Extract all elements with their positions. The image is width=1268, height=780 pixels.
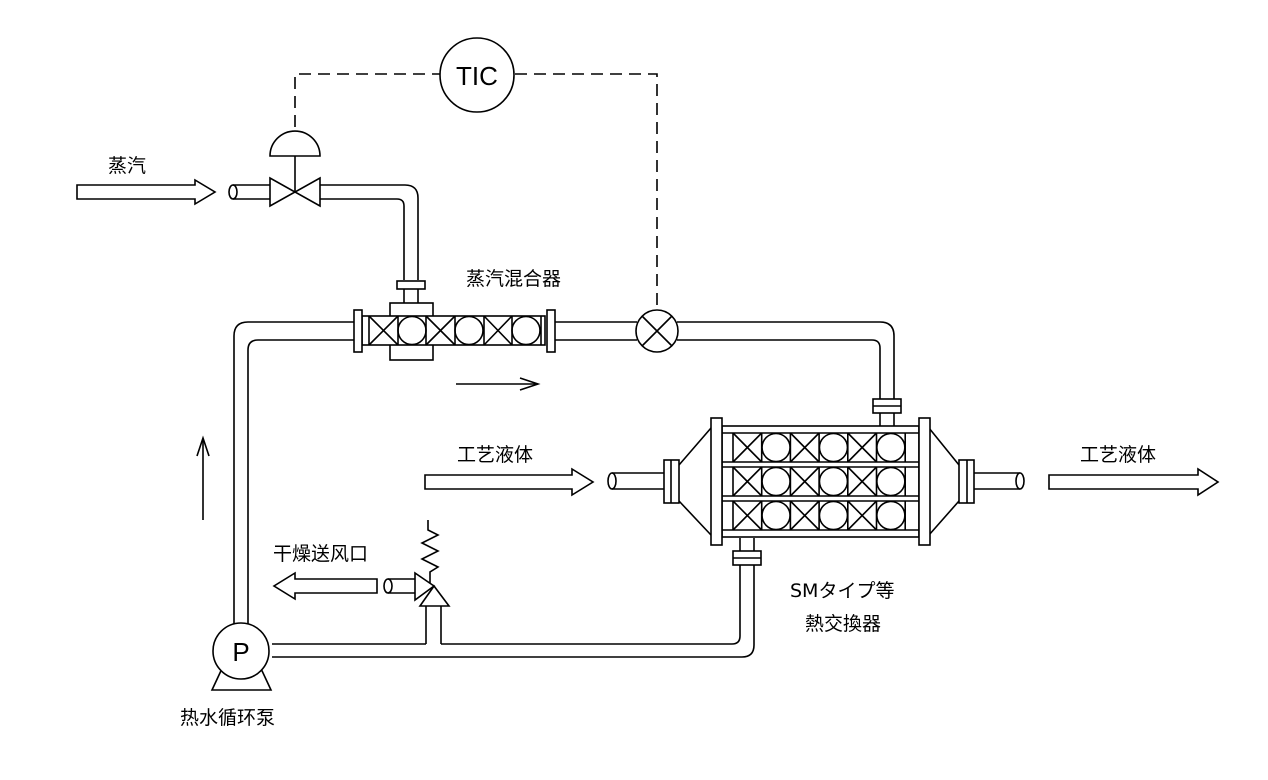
circle-element-icon <box>818 432 849 463</box>
cross-element-icon <box>789 466 820 497</box>
heat-exchanger-label-line2: 熱交換器 <box>805 613 881 635</box>
pump-label: 热水循环泵 <box>180 707 275 729</box>
process-liquid-out-arrow-icon <box>1048 467 1220 497</box>
cross-element-icon <box>732 500 763 531</box>
steam-mixer[interactable] <box>353 280 556 361</box>
flow-direction-arrow-icon <box>456 377 541 391</box>
cross-element-icon <box>847 432 878 463</box>
heat-exchanger-label-line1: SMタイプ等 <box>790 580 894 602</box>
steam-mixer-label: 蒸汽混合器 <box>466 268 561 290</box>
cross-element-icon <box>847 500 878 531</box>
control-valve[interactable] <box>269 130 321 208</box>
tic-label: TIC <box>456 61 498 91</box>
circle-element-icon <box>761 500 791 531</box>
hx-inlet-pipe <box>607 472 664 490</box>
control-signal-line <box>294 73 658 310</box>
process-liquid-in-arrow-icon <box>424 467 595 497</box>
circulation-pipe <box>233 321 895 658</box>
dry-air-outlet-arrow-icon <box>272 571 378 601</box>
cross-element-icon <box>732 432 763 463</box>
upward-flow-arrow-icon <box>196 435 210 520</box>
steam-label: 蒸汽 <box>108 155 146 177</box>
pump-tag: P <box>232 637 249 667</box>
circle-element-icon <box>818 466 849 497</box>
cross-element-icon <box>732 466 763 497</box>
circle-element-icon <box>876 432 906 463</box>
relief-valve[interactable] <box>414 520 451 644</box>
temperature-sensor[interactable] <box>635 309 679 353</box>
dry-air-outlet-label: 干燥送风口 <box>273 543 368 565</box>
tic-controller[interactable]: TIC <box>439 37 515 113</box>
circle-element-icon <box>761 466 791 497</box>
cross-element-icon <box>789 500 820 531</box>
circle-element-icon <box>818 500 849 531</box>
circle-element-icon <box>876 466 906 497</box>
circulation-pump[interactable]: P <box>210 622 273 691</box>
steam-inlet-arrow-icon <box>76 178 217 206</box>
mixer-elements <box>368 315 542 346</box>
process-liquid-out-label: 工艺液体 <box>1080 444 1156 466</box>
circle-element-icon <box>876 500 906 531</box>
process-liquid-in-label: 工艺液体 <box>457 444 533 466</box>
cross-element-icon <box>847 466 878 497</box>
cross-element-icon <box>789 432 820 463</box>
dry-air-pipe <box>383 578 415 594</box>
circle-element-icon <box>761 432 791 463</box>
steam-pipe <box>228 184 419 280</box>
hx-outlet-pipe <box>974 472 1025 490</box>
heat-exchanger-elements <box>732 432 907 531</box>
